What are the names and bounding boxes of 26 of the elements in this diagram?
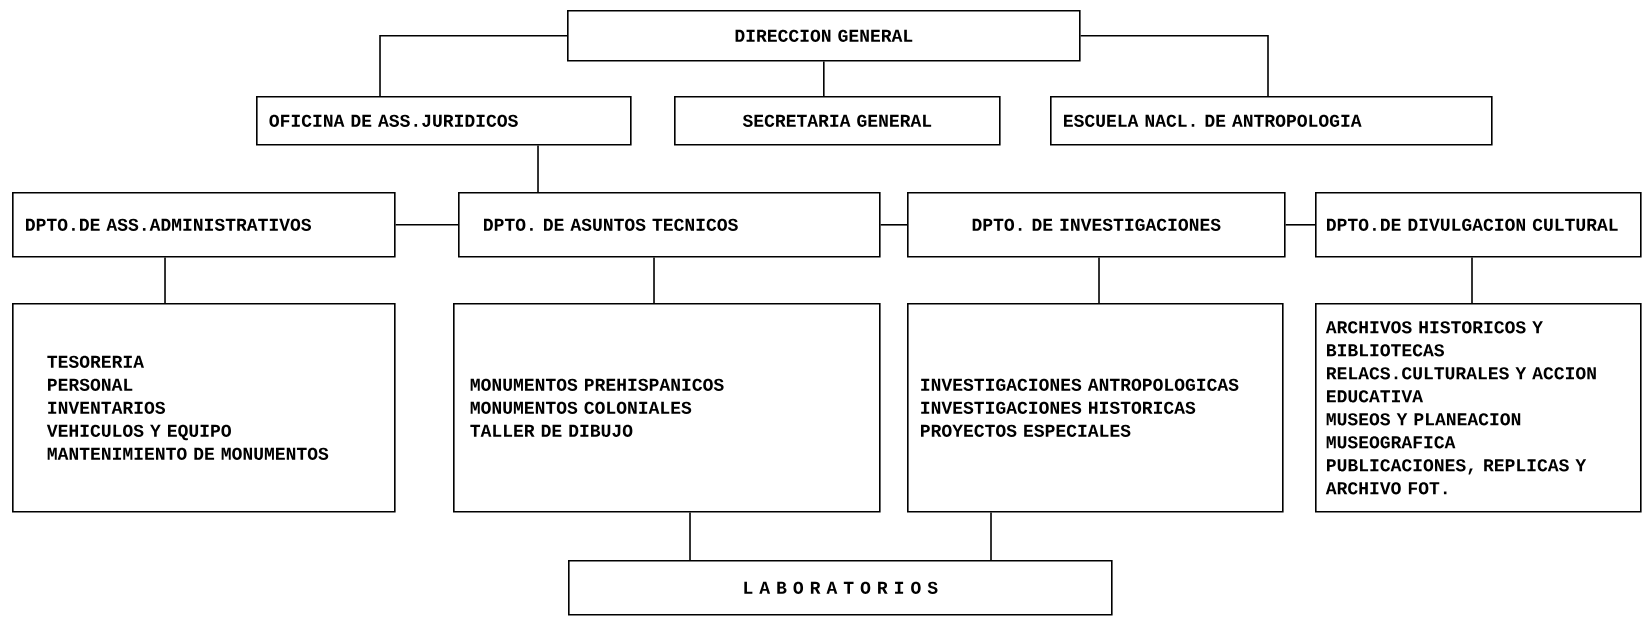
title-box: DIRECCION GENERAL: [567, 10, 1081, 62]
connector-line: [879, 224, 908, 226]
connector-line: [823, 60, 825, 97]
connector-line: [1284, 224, 1316, 226]
connector-line: [990, 511, 992, 561]
connector-line: [689, 511, 691, 561]
department-box: DPTO. DE ASUNTOS TECNICOS: [458, 192, 881, 258]
connector-line: [164, 256, 166, 304]
connector-line: [394, 224, 459, 226]
section-list-box: MONUMENTOS PREHISPANICOS MONUMENTOS COLONIALES TALLER DE DIBUJO: [453, 303, 881, 513]
section-list-box: INVESTIGACIONES ANTROPOLOGICAS INVESTIGACIONES HISTORICAS PROYECTOS ESPECIALES: [907, 303, 1284, 513]
laboratory-box: L A B O R A T O R I O S: [568, 560, 1113, 616]
office-box: ESCUELA NACL. DE ANTROPOLOGIA: [1050, 96, 1493, 146]
department-box: DPTO.DE DIVULGACION CULTURAL: [1315, 192, 1642, 258]
connector-line: [1079, 35, 1269, 97]
section-list-box: TESORERIA PERSONAL INVENTARIOS VEHICULOS Y EQUIPO MANTENIMIENTO DE MONUMENTOS: [12, 303, 396, 513]
connector-line: [1098, 256, 1100, 304]
office-box: SECRETARIA GENERAL: [674, 96, 1001, 146]
connector-line: [1471, 256, 1473, 304]
connector-line: [537, 144, 539, 193]
section-list-box: ARCHIVOS HISTORICOS Y BIBLIOTECAS RELACS.CULTURALES Y ACCION EDUCATIVA MUSEOS Y PLANEACION MUSEOGRAFICA PUBLICACIONES, REPLICAS Y ARCHIVO FOT.: [1315, 303, 1642, 513]
department-box: DPTO. DE INVESTIGACIONES: [907, 192, 1286, 258]
connector-line: [653, 256, 655, 304]
department-box: DPTO.DE ASS.ADMINISTRATIVOS: [12, 192, 396, 258]
office-box: OFICINA DE ASS.JURIDICOS: [256, 96, 632, 146]
connector-line: [379, 35, 568, 97]
